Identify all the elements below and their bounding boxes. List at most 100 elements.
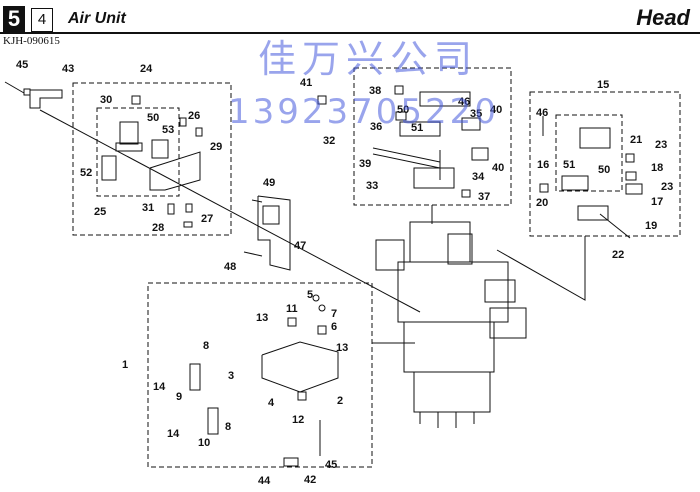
callout-23: 23 [655,139,667,151]
head-lower-frame [403,321,495,373]
valve-51 [399,121,441,137]
screw-37 [461,189,471,198]
screw-49 [251,199,263,203]
callout-34: 34 [472,171,485,183]
oring-7 [318,304,326,312]
head-upper-frame [409,221,471,263]
screw-48 [243,251,263,257]
fitting-13b [317,325,327,335]
document-code: KJH-090615 [3,35,60,47]
callout-50: 50 [397,104,409,116]
callout-41: 41 [300,77,312,89]
valve-50 [119,121,139,145]
callout-45: 45 [325,459,337,471]
callout-29: 29 [210,141,222,153]
callout-27: 27 [201,213,213,225]
callout-15: 15 [597,79,609,91]
callout-26: 26 [188,110,200,122]
callout-31: 31 [142,202,154,214]
part-35 [461,117,481,131]
callout-8: 8 [225,421,231,433]
callout-30: 30 [100,94,112,106]
callout-52: 52 [80,167,92,179]
fitting-36 [395,111,407,121]
head-motor [447,233,473,265]
fitting-29 [195,127,203,137]
callout-28: 28 [152,222,164,234]
group-box-15 [529,91,681,237]
watermark-company: 佳万兴公司 [258,37,479,81]
callout-45: 45 [16,59,28,71]
subgroup-box-25 [96,107,180,197]
part-42 [283,457,299,467]
callout-2: 2 [337,395,343,407]
callout-6: 6 [331,321,337,333]
callout-labels: 45 43 24 30 50 26 53 29 52 25 31 27 28 4… [16,59,673,487]
head-side-block [375,239,405,271]
unit-title: Air Unit [68,10,126,27]
valve-50-group15 [579,127,611,149]
fitting-21 [625,153,635,163]
manifold-2 [261,341,339,393]
group-box-1 [147,282,373,468]
block-53 [151,139,169,159]
callout-50: 50 [147,112,159,124]
bracket-window [262,205,280,225]
callout-16: 16 [537,159,549,171]
header-rule [0,32,700,34]
screw-45 [4,81,25,94]
fitting-12 [297,391,307,401]
callout-51: 51 [411,122,423,134]
subgroup-box-16 [555,114,623,192]
manifold [149,151,201,191]
block-33 [413,167,455,189]
callout-24: 24 [140,63,153,75]
callout-32: 32 [323,135,335,147]
rod-33 [372,153,441,169]
callout-46: 46 [458,96,470,108]
bracket-43 [29,89,63,109]
callout-51: 51 [563,159,575,171]
fitting-20 [539,183,549,193]
callout-3: 3 [228,370,234,382]
group-title: Head [636,5,690,30]
callout-42: 42 [304,474,316,486]
callout-14: 14 [167,428,180,440]
fitting-13 [287,317,297,327]
callout-25: 25 [94,206,106,218]
part-27 [185,203,193,213]
callout-14: 14 [153,381,166,393]
part-34 [471,147,489,161]
callout-18: 18 [651,162,663,174]
head-nozzle-block [413,371,491,413]
callout-37: 37 [478,191,490,203]
connector-line [496,236,586,301]
page-header: 5 4 Air Unit Head KJH-090615 [0,0,700,50]
callout-40: 40 [490,104,502,116]
callout-4: 4 [268,397,275,409]
part-52 [101,155,117,181]
callout-5: 5 [307,289,313,301]
callout-43: 43 [62,63,74,75]
callout-49: 49 [263,177,275,189]
part-31 [167,203,175,215]
callout-1: 1 [122,359,128,371]
fitting-38 [394,85,404,95]
callout-10: 10 [198,437,210,449]
callout-19: 19 [645,220,657,232]
callout-8: 8 [203,340,209,352]
bracket-10 [207,407,219,435]
callout-53: 53 [162,124,174,136]
callout-7: 7 [331,308,337,320]
callout-38: 38 [369,85,381,97]
rod-33 [372,147,441,163]
callout-46: 46 [536,107,548,119]
oring-5 [312,294,320,302]
callout-17: 17 [651,196,663,208]
callout-9: 9 [176,391,182,403]
bracket-47 [257,195,291,271]
callout-36: 36 [370,121,382,133]
callout-11: 11 [286,303,298,315]
subsection-number: 4 [31,8,53,32]
